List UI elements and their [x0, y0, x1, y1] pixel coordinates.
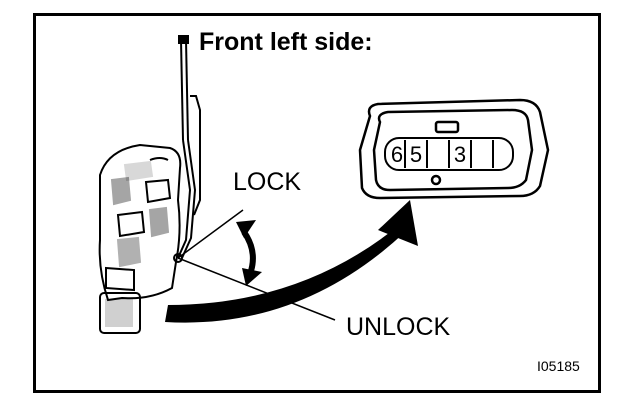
figure-title: Front left side:	[199, 28, 373, 56]
motion-guide-lines	[177, 209, 336, 321]
connector-pin-label: 6	[391, 142, 403, 167]
connector-pin-label: 5	[410, 142, 422, 167]
door-lock-actuator	[98, 143, 182, 334]
lock-unlock-double-arrow-icon	[236, 220, 262, 286]
lock-rod	[177, 35, 201, 259]
connector-pin-label: 3	[454, 142, 466, 167]
figure-code: I05185	[537, 358, 580, 374]
connector-housing	[358, 98, 550, 200]
unlock-label: UNLOCK	[346, 313, 451, 341]
pivot-point	[173, 253, 183, 263]
pointer-arrow-icon	[165, 200, 418, 323]
figure-frame	[33, 13, 601, 393]
lock-label: LOCK	[233, 168, 302, 196]
connector-terminal-block	[384, 137, 514, 171]
